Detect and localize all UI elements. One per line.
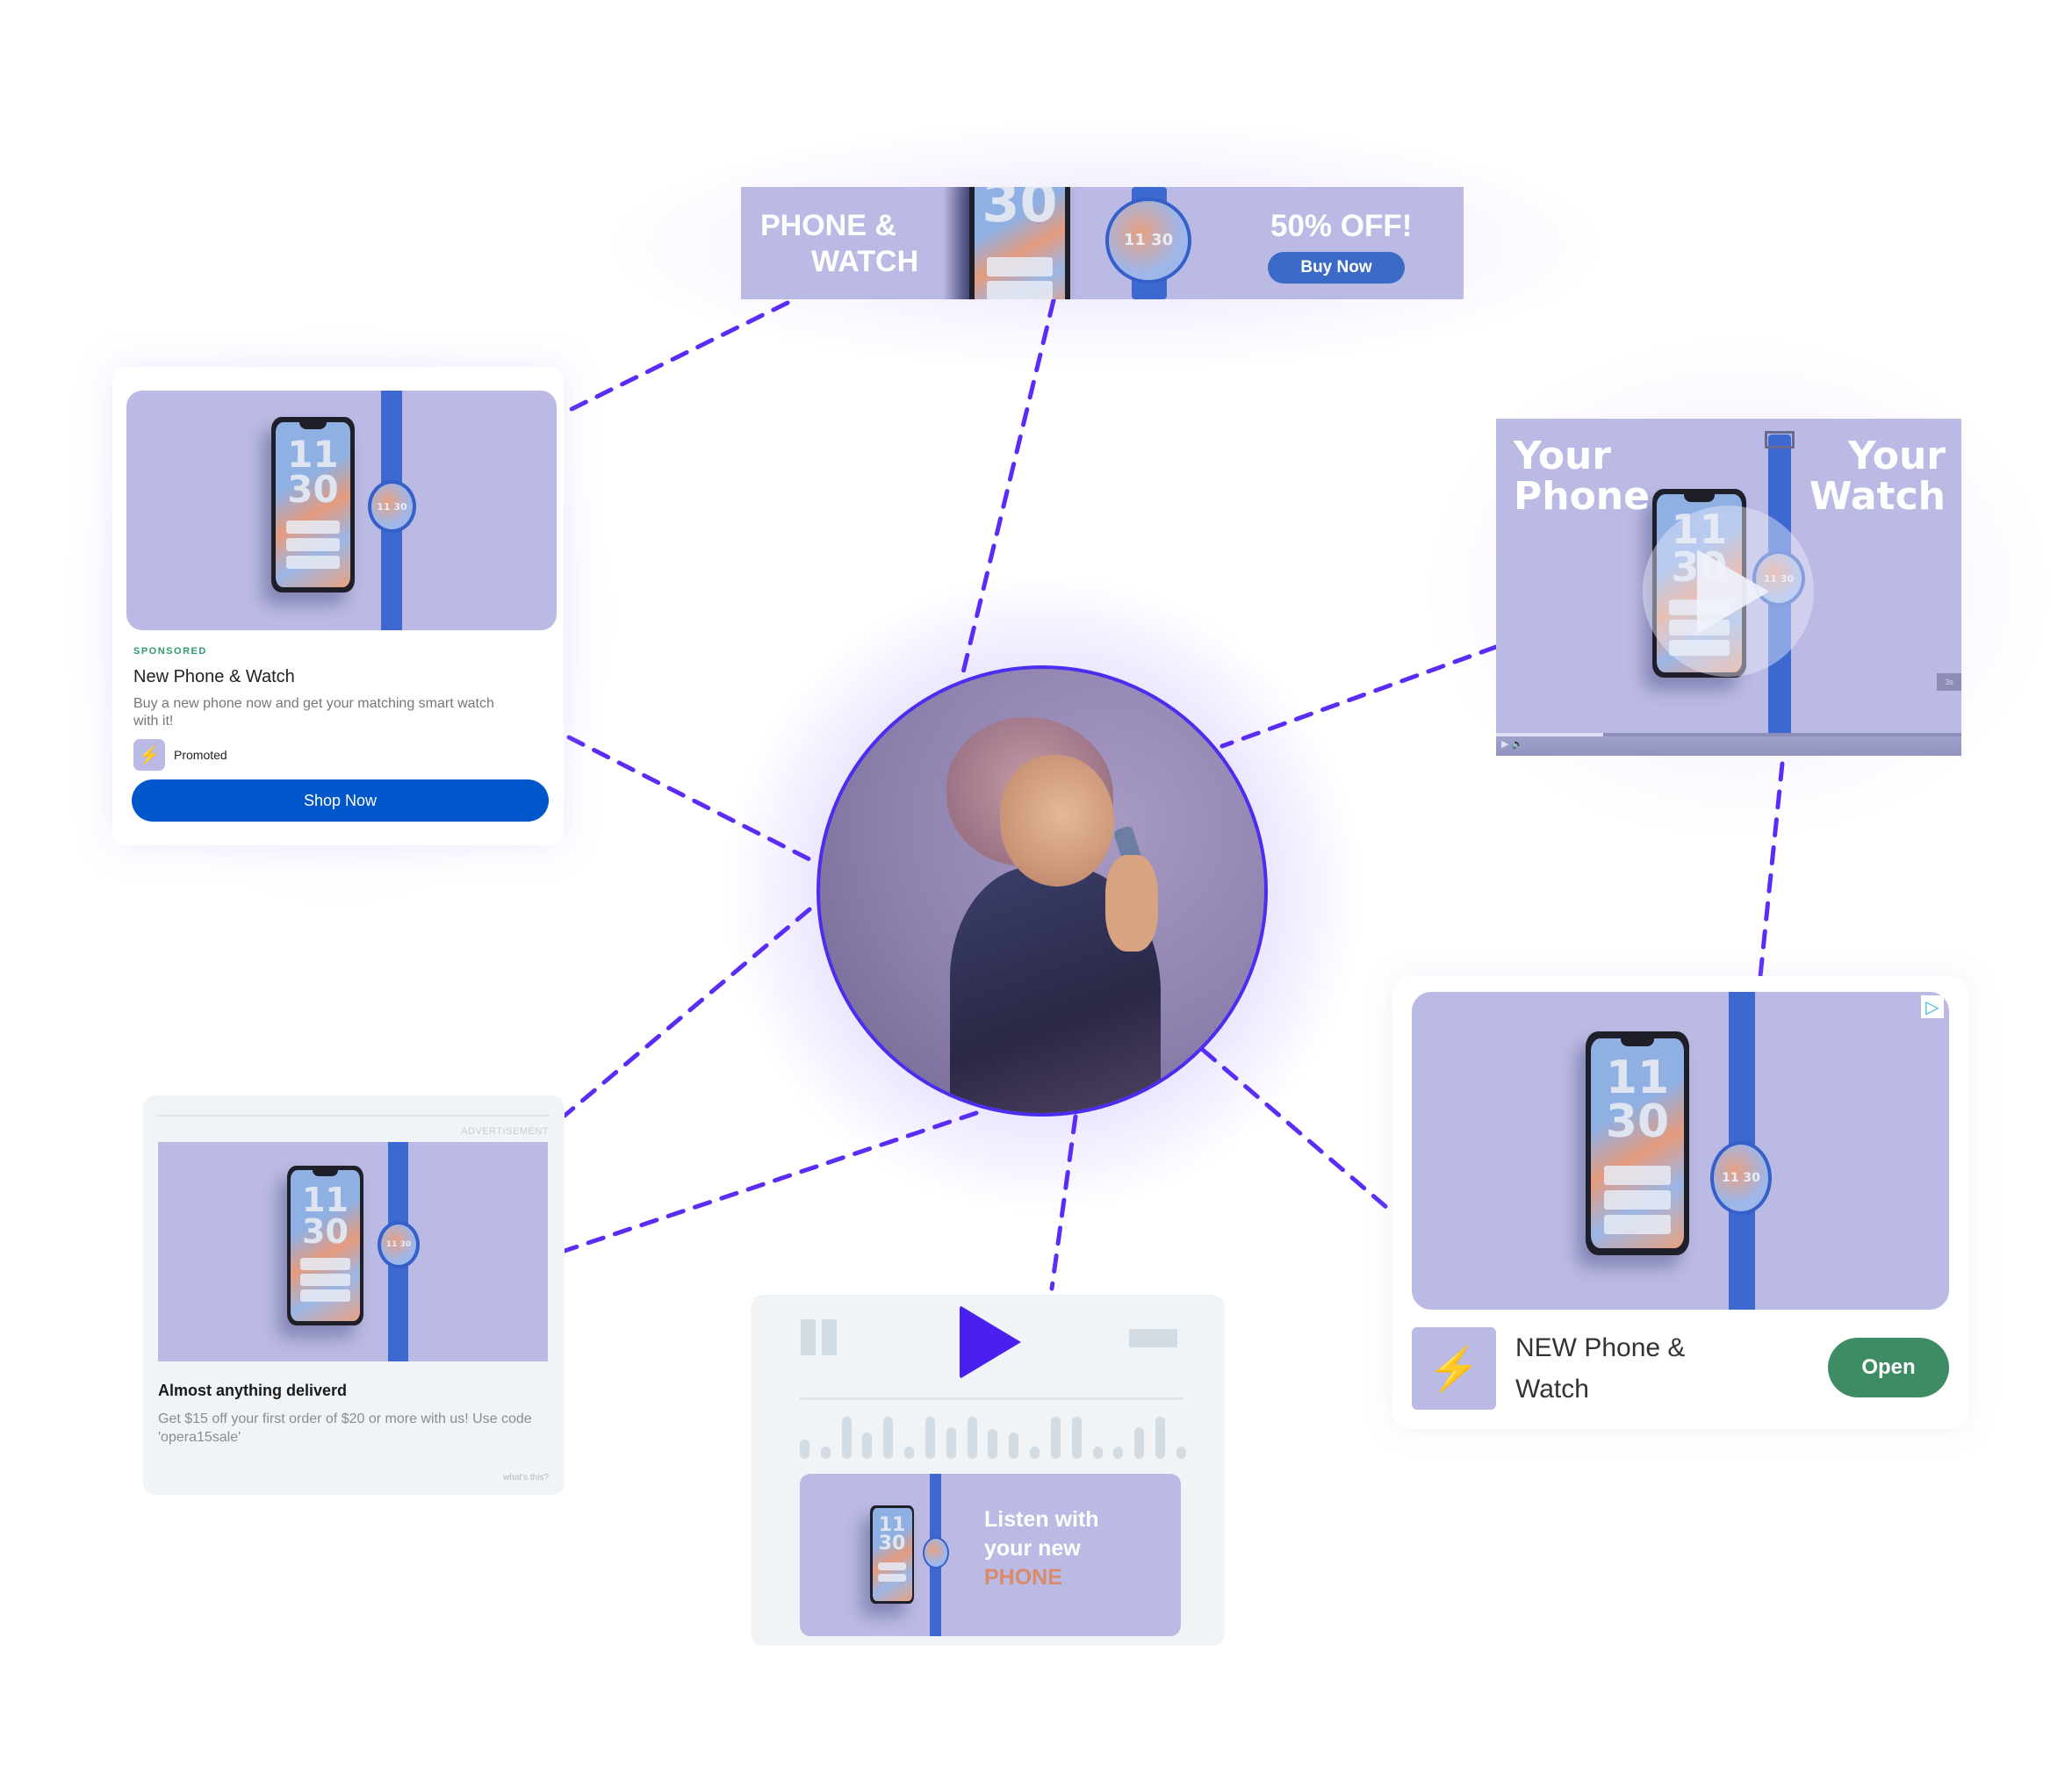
phone-accent-text: PHONE <box>984 1565 1062 1590</box>
video-controls-bar: ▶ 🔈 <box>1496 733 1961 756</box>
waveform-bar <box>1113 1447 1124 1459</box>
menu-icon[interactable] <box>1129 1329 1177 1347</box>
audio-banner-text: Listen with your new PHONE <box>984 1507 1099 1590</box>
skip-badge[interactable]: 3s <box>1937 673 1961 691</box>
watch-icon: 11 30 <box>368 480 416 533</box>
watch-icon: 11 30 <box>378 1221 420 1268</box>
banner-offer: 50% OFF! <box>1270 209 1413 243</box>
connector-banner-to-center <box>960 298 1056 675</box>
banner-headline-line1: PHONE & <box>760 209 896 242</box>
waveform-bar <box>946 1427 956 1459</box>
play-button[interactable] <box>1643 506 1814 677</box>
person-hand <box>1105 855 1158 952</box>
play-icon[interactable] <box>960 1305 1021 1379</box>
waveform-bar <box>1009 1433 1019 1459</box>
waveform-bar <box>967 1417 977 1459</box>
buy-now-button[interactable]: Buy Now <box>1268 252 1405 284</box>
product-image: 30 11 30 <box>943 187 1250 299</box>
watch-icon <box>923 1537 949 1569</box>
waveform-bar <box>862 1433 873 1459</box>
waveform-bar <box>841 1417 852 1459</box>
waveform-bar <box>904 1447 915 1459</box>
audio-waveform <box>800 1415 1186 1459</box>
waveform-bar <box>800 1440 809 1459</box>
progress-track[interactable] <box>800 1397 1183 1400</box>
bolt-logo-icon: ⚡ <box>133 739 165 771</box>
adchoices-icon[interactable]: ▷ <box>1921 995 1944 1018</box>
waveform-bar <box>1030 1447 1040 1459</box>
whats-this-link[interactable]: what's this? <box>503 1473 549 1483</box>
waveform-bar <box>1071 1417 1082 1459</box>
waveform-bar <box>820 1447 831 1459</box>
video-progress[interactable] <box>1496 733 1961 736</box>
waveform-bar <box>1092 1447 1103 1459</box>
connector-video-to-app <box>1758 761 1785 979</box>
connector-banner-to-sponsored <box>562 300 790 415</box>
phone-icon: 30 <box>969 187 1070 299</box>
person-face <box>1000 755 1114 887</box>
advertisement-label: ADVERTISEMENT <box>461 1126 549 1137</box>
connector-center-to-audio <box>1049 1114 1078 1291</box>
pause-icon[interactable] <box>801 1319 837 1355</box>
top-banner-ad[interactable]: PHONE & WATCH 30 11 30 50% OFF! Buy Now <box>741 187 1464 299</box>
connector-center-to-article <box>562 1110 979 1253</box>
waveform-bar <box>883 1417 894 1459</box>
waveform-bar <box>1050 1417 1061 1459</box>
promoted-label: Promoted <box>174 748 227 762</box>
shop-now-button[interactable]: Shop Now <box>132 779 549 822</box>
center-portrait <box>817 665 1268 1117</box>
connector-sponsored-to-center <box>566 735 819 865</box>
connector-center-to-article-top <box>562 907 812 1118</box>
waveform-bar <box>1155 1417 1166 1459</box>
ad-title: New Phone & Watch <box>133 667 295 686</box>
divider <box>158 1115 550 1117</box>
sponsored-label: SPONSORED <box>133 646 207 657</box>
app-logo-icon: ⚡ <box>1412 1327 1496 1410</box>
watch-icon: 11 30 <box>1105 198 1191 284</box>
waveform-bar <box>1134 1427 1145 1459</box>
banner-headline-line2: WATCH <box>811 245 919 278</box>
watch-icon: 11 30 <box>1710 1141 1772 1215</box>
playback-controls[interactable]: ▶ 🔈 <box>1501 739 1524 750</box>
open-button[interactable]: Open <box>1828 1338 1949 1397</box>
ad-title: Almost anything deliverd <box>158 1382 348 1399</box>
play-icon <box>1697 549 1769 634</box>
waveform-bar <box>924 1417 935 1459</box>
connector-center-to-app <box>1200 1047 1390 1210</box>
connector-video-to-center <box>1219 644 1499 749</box>
ad-description: Get $15 off your first order of $20 or m… <box>158 1411 532 1445</box>
ad-description: Buy a new phone now and get your matchin… <box>133 696 494 729</box>
waveform-bar <box>1176 1447 1186 1459</box>
waveform-bar <box>988 1429 998 1459</box>
app-name: NEW Phone & Watch <box>1515 1333 1686 1404</box>
